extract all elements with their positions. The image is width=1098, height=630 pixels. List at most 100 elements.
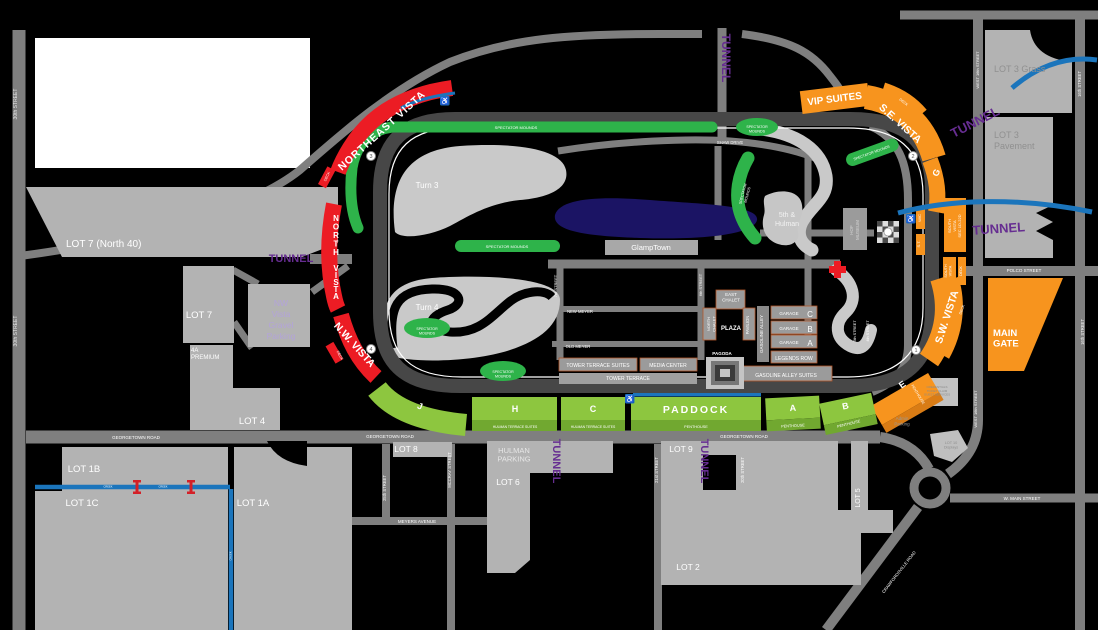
j-stand (368, 381, 468, 436)
section-b-sub-label: PENTHOUSE (837, 419, 861, 429)
h-stand (472, 397, 557, 420)
hulman-parking-area (487, 441, 613, 473)
turn-4-label: Turn 4 (416, 303, 439, 312)
lot-6-label: LOT 6 (496, 477, 520, 487)
main-gate-area (988, 278, 1063, 371)
legends-row-label: LEGENDS ROW (775, 356, 813, 362)
section-g-label: G (930, 167, 942, 178)
section-a-sub-label: PENTHOUSE (781, 423, 805, 428)
spectator-mounds-top-label: SPECTATOR MOUNDS (495, 125, 538, 130)
tunnel-water-ne (1010, 56, 1098, 90)
lot-1a-notch (267, 441, 307, 466)
section-c-sub-label: HULMAN TERRACE SUITES (571, 425, 616, 429)
south-vista-deck-label: DECK (959, 265, 963, 275)
street-polco-label: POLCO STREET (1007, 268, 1042, 273)
section-h-label: H (512, 404, 519, 414)
tunnel-top-label: TUNNEL (719, 34, 733, 83)
lot-7-area (183, 266, 234, 343)
infield-road-course (382, 121, 877, 361)
plaza-label: PLAZA (721, 326, 742, 332)
lot-4a-area (190, 345, 280, 430)
start-finish-plaza (877, 221, 899, 243)
road-course-south (830, 264, 877, 354)
mound-shaw (736, 118, 778, 136)
tower-terrace-suites-building (558, 357, 638, 372)
spectator-mounds-inner-label: SPECTATOR MOUNDS (486, 244, 529, 249)
tunnel-west-label: TUNNEL (269, 253, 314, 265)
gasoline-alley-suites-label: GASOLINE ALLEY SUITES (755, 373, 817, 379)
bridge-icon-2 (187, 480, 195, 494)
svg-text:♿: ♿ (625, 395, 634, 404)
lot-7-north-40-area (26, 187, 338, 257)
b-stand-sub (823, 414, 878, 436)
g-stand (922, 157, 946, 214)
section-h-sub-label: HULMAN TERRACE SUITES (493, 425, 538, 429)
street-30th-n-label: 30th STREET (13, 89, 19, 120)
tower-terrace-building (559, 373, 697, 384)
flag-pole-icon (883, 227, 893, 237)
street-new-meyer-label: NEW MEYER (567, 309, 593, 314)
street-16th-n-label: 16th STREET (1077, 71, 1082, 97)
creek-3-label: CREEK (229, 551, 233, 560)
tunnel-south-1-label: TUNNEL (550, 439, 562, 484)
section-b-label: B (841, 400, 850, 411)
ada-paddock-wheelchair-icon: ♿ (625, 394, 635, 404)
south-vista-lower-label: SOUTHVISTA (944, 264, 953, 278)
lot-9-label: LOT 9 (669, 444, 693, 454)
creek-2-label: CREEK (159, 485, 168, 489)
street-5th-label: 5th STREET (853, 320, 857, 342)
pavilion-label: PAVILION (745, 316, 750, 335)
nw-vista-deck-label: DECK (336, 350, 345, 361)
fifth-hulman-area (762, 191, 803, 246)
lot-1c-label: LOT 1C (65, 498, 98, 509)
tunnel-south-2-label: TUNNEL (698, 439, 710, 484)
street-20th-label: 20th STREET (740, 457, 745, 483)
orange-stands (799, 82, 1063, 433)
legend-box (35, 38, 310, 168)
a-stand (765, 395, 821, 432)
street-mccray-label: MCCRAY STREET (447, 452, 452, 488)
hof-museum-building (843, 208, 867, 250)
turn-3-apron (393, 145, 567, 237)
sw-vista-deck-band (942, 276, 963, 359)
garage-a-building (770, 334, 818, 349)
a-stand-sub (766, 417, 821, 432)
street-west-16th-n-label: WEST 16th STREET (975, 51, 980, 89)
lot-2-label: LOT 2 (676, 562, 700, 572)
svg-text:2: 2 (911, 154, 914, 160)
ada-icons-layer: ♿ ♿ ♿ (440, 96, 916, 404)
lot-5-label: LOT 5 (855, 488, 862, 507)
garage-c-building (770, 305, 818, 320)
section-c-label: C (590, 404, 597, 414)
paddock-stand-sub (631, 420, 761, 431)
ada-northeast-vista-wheelchair-icon: ♿ (440, 96, 450, 106)
turn-3-marker: 3 (366, 151, 376, 161)
street-shaw-drive-label: SHAW DRIVE (717, 140, 744, 145)
water-features (35, 56, 1098, 630)
street-4th-label: 4th STREET (866, 320, 870, 342)
spectator-mounds (345, 118, 899, 381)
street-30th-s-label: 30th STREET (13, 316, 19, 347)
se-vista-deck-label: DECK (898, 98, 909, 108)
street-6th-label: 6th STREET (698, 273, 703, 296)
svg-text:3: 3 (369, 154, 372, 160)
street-old-meyer-label: OLD MEYER (566, 344, 591, 349)
svg-text:♿: ♿ (906, 215, 915, 224)
street-west-16th-s-label: WEST 16th STREET (973, 390, 978, 428)
road-georgetown-curve (879, 432, 934, 472)
creek-bridges (133, 480, 195, 494)
lot-1bc-area (35, 447, 228, 630)
a-stand-main (765, 395, 821, 421)
street-16th-s-label: 16th STREET (1080, 319, 1085, 345)
paddock-ada-strip (633, 393, 761, 397)
se-vista-deck-band (882, 82, 927, 115)
wc-label: W/C (917, 214, 922, 222)
